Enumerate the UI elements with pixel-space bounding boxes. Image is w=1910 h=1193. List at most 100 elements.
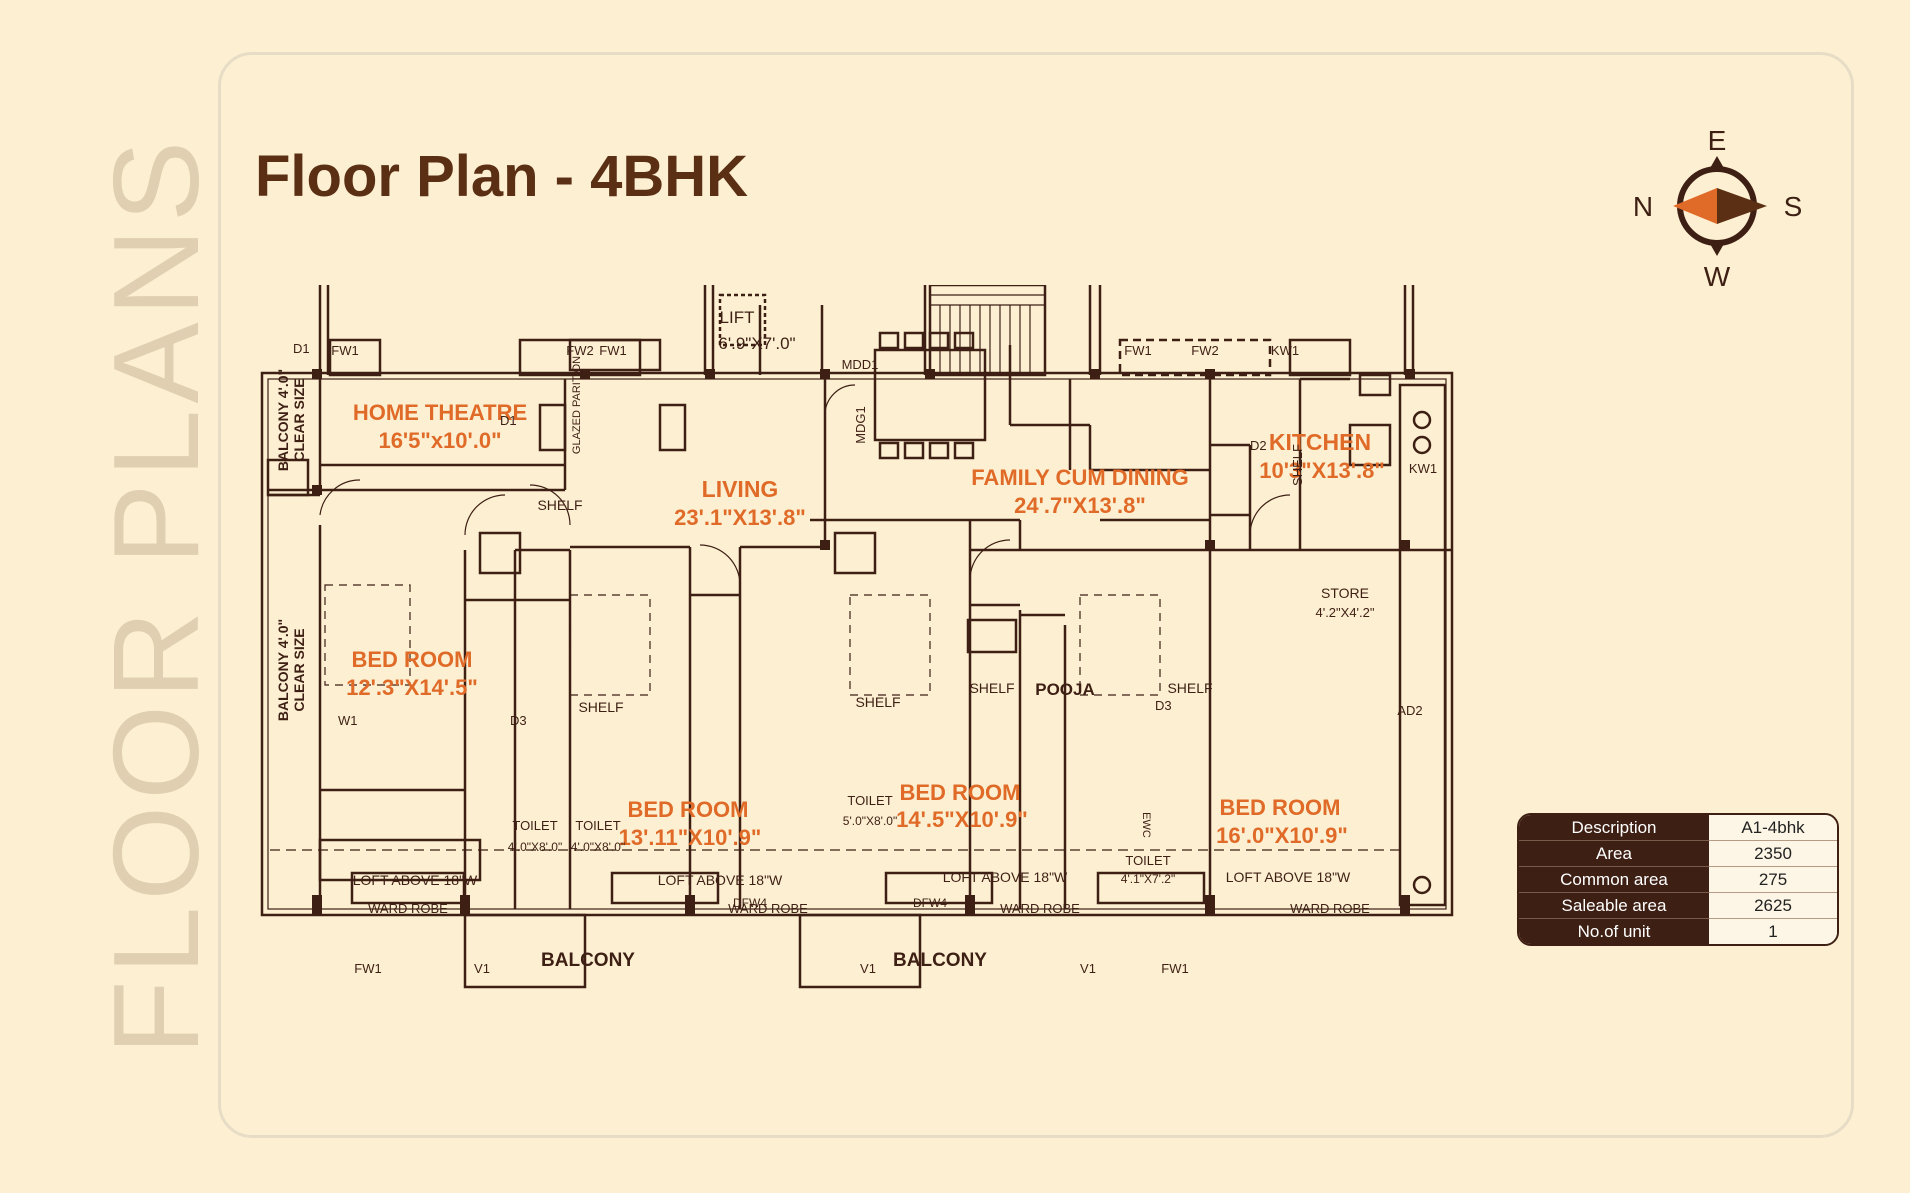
kitchen-name: KITCHEN bbox=[1269, 429, 1371, 455]
table-value-no-of-unit: 1 bbox=[1709, 919, 1837, 944]
toilet-size-3: 5'.0"X8'.0" bbox=[843, 814, 897, 828]
bed2-size: 13'.11"X10'.9" bbox=[619, 825, 762, 850]
table-row: Saleable area 2625 bbox=[1519, 893, 1837, 919]
bed2-name: BED ROOM bbox=[628, 797, 749, 822]
shelf-label-1: SHELF bbox=[537, 497, 582, 513]
fw1-label-3: FW1 bbox=[1124, 343, 1151, 358]
v1-label-2: V1 bbox=[860, 961, 876, 976]
wardrobe-label-4: WARD ROBE bbox=[1290, 901, 1370, 916]
balcony-label-2: BALCONY bbox=[893, 950, 987, 971]
lift-label: LIFT bbox=[720, 308, 755, 327]
toilet-label-3: TOILET bbox=[847, 793, 892, 808]
d1-label-1: D1 bbox=[293, 341, 310, 356]
toilet-label-1: TOILET bbox=[512, 818, 557, 833]
balcony-label-1: BALCONY bbox=[541, 950, 635, 971]
living-name: LIVING bbox=[702, 476, 779, 502]
kitchen-size: 10'3"X13'.8" bbox=[1259, 458, 1385, 483]
fw1-label-2: FW1 bbox=[331, 343, 358, 358]
living-size: 23'.1"X13'.8" bbox=[674, 505, 806, 530]
family-dining-name: FAMILY CUM DINING bbox=[971, 465, 1189, 490]
kitchen-shelf-label: SHELF bbox=[1290, 444, 1305, 486]
toilet-size-1: 4'.0"X8'.0" bbox=[508, 840, 562, 854]
fw1-label-1: FW1 bbox=[599, 343, 626, 358]
ad2-label: AD2 bbox=[1397, 703, 1422, 718]
fw2-label-2: FW2 bbox=[1191, 343, 1218, 358]
family-dining-size: 24'.7"X13'.8" bbox=[1014, 493, 1146, 518]
table-key-description: Description bbox=[1519, 815, 1709, 841]
table-key-saleable-area: Saleable area bbox=[1519, 893, 1709, 919]
toilet-size-4: 4'.1"X7'.2" bbox=[1121, 872, 1175, 886]
v1-label-3: V1 bbox=[1080, 961, 1096, 976]
fw1-label-5: FW1 bbox=[1161, 961, 1188, 976]
pooja-label: POOJA bbox=[1035, 680, 1095, 699]
loft-label-2: LOFT ABOVE 18"W bbox=[658, 872, 783, 888]
table-row: Description A1-4bhk bbox=[1519, 815, 1837, 841]
ewc-label: EWC bbox=[1140, 812, 1152, 838]
mdd1-label: MDD1 bbox=[842, 357, 879, 372]
toilet-label-2: TOILET bbox=[575, 818, 620, 833]
fw1-label-4: FW1 bbox=[354, 961, 381, 976]
d2-label: D2 bbox=[1250, 438, 1267, 453]
lift-size: 6'.9"X7'.0" bbox=[718, 334, 795, 353]
compass-north-arrow bbox=[1673, 188, 1717, 224]
loft-label-3: LOFT ABOVE 18"W bbox=[943, 869, 1068, 885]
shelf-label-5: SHELF bbox=[1167, 680, 1212, 696]
content-frame bbox=[218, 52, 1854, 1138]
table-row: Area 2350 bbox=[1519, 841, 1837, 867]
table-row: Common area 275 bbox=[1519, 867, 1837, 893]
page-title: Floor Plan - 4BHK bbox=[255, 144, 749, 209]
table-value-area: 2350 bbox=[1709, 841, 1837, 867]
table-value-description: A1-4bhk bbox=[1709, 815, 1837, 841]
table-row: No.of unit 1 bbox=[1519, 919, 1837, 944]
kw1-label-1: KW1 bbox=[1271, 343, 1299, 358]
d1-label-2: D1 bbox=[500, 413, 517, 428]
wardrobe-label-2: WARD ROBE bbox=[728, 901, 808, 916]
shelf-label-4: SHELF bbox=[969, 680, 1014, 696]
d3-label-1: D3 bbox=[510, 713, 527, 728]
side-title: FLOOR PLANS bbox=[88, 134, 224, 1055]
dfw4-label-1: DFW4 bbox=[733, 896, 767, 910]
compass-east-tick bbox=[1709, 156, 1725, 170]
table-key-common-area: Common area bbox=[1519, 867, 1709, 893]
glazed-partition-label: GLAZED PARITION bbox=[571, 356, 583, 454]
dfw4-label-2: DFW4 bbox=[913, 896, 947, 910]
balcony-left-2-label: BALCONY 4'.0" bbox=[275, 369, 291, 471]
compass-west-tick bbox=[1709, 242, 1725, 256]
shelf-label-3: SHELF bbox=[855, 694, 900, 710]
bed1-size: 12'.3"X14'.5" bbox=[346, 675, 478, 700]
bed4-size: 16'.0"X10'.9" bbox=[1216, 823, 1348, 848]
bed4-name: BED ROOM bbox=[1220, 795, 1341, 820]
compass-south-label: S bbox=[1784, 191, 1803, 222]
wall-posts bbox=[312, 369, 1415, 915]
unit-info-table: Description A1-4bhk Area 2350 Common are… bbox=[1517, 813, 1839, 946]
table-value-saleable-area: 2625 bbox=[1709, 893, 1837, 919]
compass-icon: E W N S bbox=[1633, 125, 1803, 292]
toilet-size-2: 4'.0"X8'.0" bbox=[571, 840, 625, 854]
floor-plan-drawing: HOME THEATRE 16'5"x10'.0" LIVING 23'.1"X… bbox=[260, 285, 1454, 989]
balcony-left-1-size: CLEAR SIZE bbox=[291, 628, 307, 711]
table-value-common-area: 275 bbox=[1709, 867, 1837, 893]
bed3-name: BED ROOM bbox=[900, 780, 1021, 805]
balcony-left-1-label: BALCONY 4'.0" bbox=[275, 619, 291, 721]
home-theatre-name: HOME THEATRE bbox=[353, 400, 527, 425]
store-label: STORE bbox=[1321, 585, 1369, 601]
toilet-label-4: TOILET bbox=[1125, 853, 1170, 868]
table-key-area: Area bbox=[1519, 841, 1709, 867]
d3-label-2: D3 bbox=[1155, 698, 1172, 713]
balcony-left-2-size: CLEAR SIZE bbox=[291, 378, 307, 461]
room-labels: HOME THEATRE 16'5"x10'.0" LIVING 23'.1"X… bbox=[346, 400, 1385, 850]
walls bbox=[260, 285, 1454, 989]
bed1-name: BED ROOM bbox=[352, 647, 473, 672]
store-size: 4'.2"X4'.2" bbox=[1315, 605, 1374, 620]
kw1-label-2: KW1 bbox=[1409, 461, 1437, 476]
table-key-no-of-unit: No.of unit bbox=[1519, 919, 1709, 944]
w1-label: W1 bbox=[338, 713, 358, 728]
wardrobe-label-3: WARD ROBE bbox=[1000, 901, 1080, 916]
compass-east-label: E bbox=[1708, 125, 1727, 156]
home-theatre-size: 16'5"x10'.0" bbox=[378, 428, 501, 453]
plan-annotations: LIFT 6'.9"X7'.0" SHELF SHELF SHELF SHELF… bbox=[275, 308, 1437, 976]
wardrobe-label-1: WARD ROBE bbox=[368, 901, 448, 916]
compass-west-label: W bbox=[1704, 261, 1731, 292]
v1-label-1: V1 bbox=[474, 961, 490, 976]
